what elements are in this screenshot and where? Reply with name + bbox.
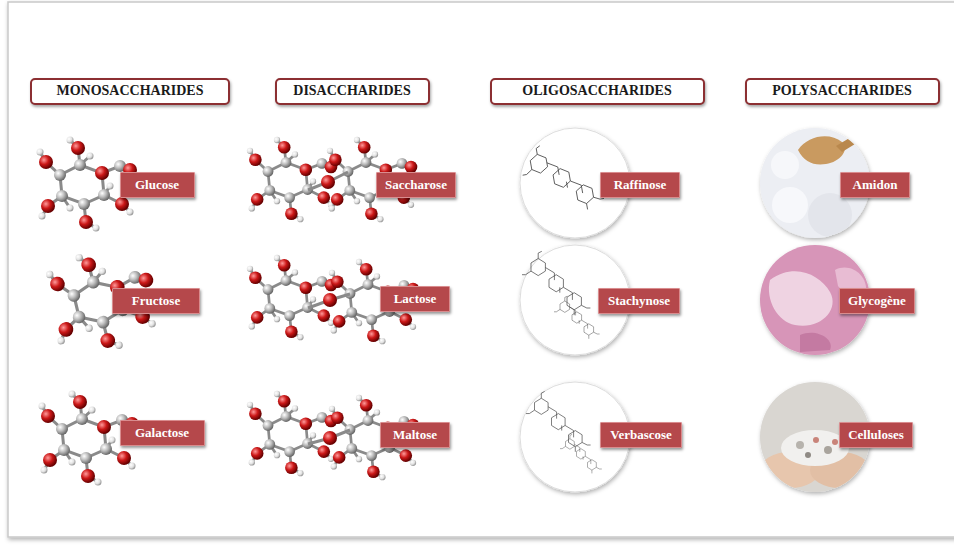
node-text: Raffinose [614, 177, 667, 193]
sugar-label: Glucose [120, 172, 195, 198]
node-text: Verbascose [610, 427, 672, 443]
category-header: DISACCHARIDES [275, 78, 430, 105]
node-text: POLYSACCHARIDES [772, 83, 912, 99]
sugar-label: Celluloses [839, 422, 913, 448]
node-text: Glucose [135, 177, 179, 193]
sugar-label: Galactose [120, 420, 205, 446]
category-header: OLIGOSACCHARIDES [490, 78, 705, 105]
sugar-label: Maltose [380, 422, 450, 448]
category-header: MONOSACCHARIDES [30, 78, 230, 105]
node-text: MONOSACCHARIDES [56, 83, 203, 99]
sugar-label: Lactose [380, 286, 450, 312]
sugar-label: Fructose [112, 288, 200, 314]
node-text: Celluloses [848, 427, 904, 443]
sugar-label: Amidon [840, 172, 910, 198]
node-text: Lactose [394, 291, 437, 307]
frame [8, 2, 954, 537]
node-text: Saccharose [385, 177, 447, 193]
category-header: POLYSACCHARIDES [745, 78, 940, 105]
node-text: Stachynose [608, 293, 670, 309]
sugar-label: Glycogène [839, 288, 915, 314]
node-text: Fructose [132, 293, 180, 309]
sugar-label: Saccharose [376, 172, 456, 198]
node-text: DISACCHARIDES [293, 83, 410, 99]
sugar-label: Raffinose [600, 172, 680, 198]
node-text: OLIGOSACCHARIDES [522, 83, 671, 99]
node-text: Galactose [135, 425, 189, 441]
node-text: Amidon [853, 177, 898, 193]
node-text: Glycogène [848, 293, 906, 309]
sugar-label: Verbascose [600, 422, 682, 448]
node-text: Maltose [393, 427, 437, 443]
sugar-label: Stachynose [598, 288, 680, 314]
